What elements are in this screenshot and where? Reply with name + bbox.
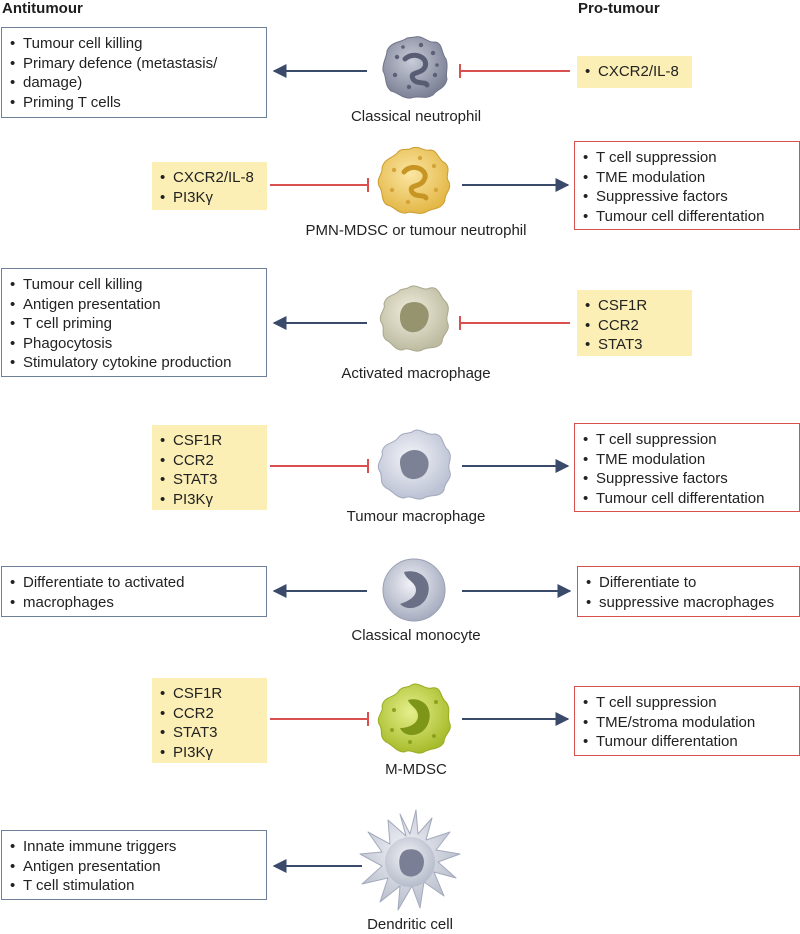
cell-label-classical-neutrophil: Classical neutrophil <box>350 108 482 125</box>
list-item: Priming T cells <box>10 93 258 113</box>
cell-label-m-mdsc: M-MDSC <box>385 761 447 778</box>
list-item: CXCR2/IL-8 <box>160 168 259 188</box>
list-item: T cell suppression <box>583 430 791 450</box>
inhibitor-box-m-mdsc: CSF1R CCR2 STAT3 PI3Kγ <box>152 678 267 763</box>
list-item: Tumour cell differentation <box>583 207 791 227</box>
dendritic-cell-icon <box>359 809 461 911</box>
cell-label-dendritic-cell: Dendritic cell <box>367 916 453 933</box>
pro-tumour-header: Pro-tumour <box>578 0 660 17</box>
list-item: Phagocytosis <box>10 334 258 354</box>
list-item: STAT3 <box>585 335 684 355</box>
cell-label-classical-monocyte: Classical monocyte <box>351 627 481 644</box>
list-item: T cell stimulation <box>10 876 258 896</box>
classical-monocyte-icon <box>382 558 446 622</box>
m-mdsc-icon <box>377 683 451 754</box>
list-item: Differentiate to activated <box>10 573 258 593</box>
list-item: TME modulation <box>583 168 791 188</box>
anti-box-classical-monocyte: Differentiate to activated macrophages <box>1 566 267 617</box>
list-item: CSF1R <box>585 296 684 316</box>
inhibitor-box-tumour-macrophage: CSF1R CCR2 STAT3 PI3Kγ <box>152 425 267 510</box>
list-item: CSF1R <box>160 684 259 704</box>
list-item: Antigen presentation <box>10 295 258 315</box>
list-item: TME/stroma modulation <box>583 713 791 733</box>
list-item: T cell priming <box>10 314 258 334</box>
cell-label-pmn-mdsc: PMN-MDSC or tumour neutrophil <box>305 222 527 239</box>
list-item: Antigen presentation <box>10 857 258 877</box>
inhibitor-box-classical-neutrophil: CXCR2/IL-8 <box>577 56 692 88</box>
list-item: STAT3 <box>160 723 259 743</box>
list-item: CXCR2/IL-8 <box>585 62 684 82</box>
cell-label-tumour-macrophage: Tumour macrophage <box>346 508 486 525</box>
list-item: macrophages <box>10 593 258 613</box>
list-item: suppressive macrophages <box>586 593 791 613</box>
list-item: Suppressive factors <box>583 469 791 489</box>
anti-box-activated-macrophage: Tumour cell killing Antigen presentation… <box>1 268 267 377</box>
list-item: CCR2 <box>160 451 259 471</box>
list-item: Tumour cell killing <box>10 275 258 295</box>
list-item: Tumour cell killing <box>10 34 258 54</box>
list-item: Tumour cell differentation <box>583 489 791 509</box>
list-item: Differentiate to <box>586 573 791 593</box>
list-item: CCR2 <box>585 316 684 336</box>
list-item: TME modulation <box>583 450 791 470</box>
list-item: Suppressive factors <box>583 187 791 207</box>
list-item: CCR2 <box>160 704 259 724</box>
inhibitor-box-pmn-mdsc: CXCR2/IL-8 PI3Kγ <box>152 162 267 210</box>
pro-box-classical-monocyte: Differentiate to suppressive macrophages <box>577 566 800 617</box>
list-item: STAT3 <box>160 470 259 490</box>
list-item: T cell suppression <box>583 693 791 713</box>
pro-box-tumour-macrophage: T cell suppression TME modulation Suppre… <box>574 423 800 512</box>
pro-box-m-mdsc: T cell suppression TME/stroma modulation… <box>574 686 800 756</box>
pro-box-pmn-mdsc: T cell suppression TME modulation Suppre… <box>574 141 800 230</box>
anti-box-dendritic-cell: Innate immune triggers Antigen presentat… <box>1 830 267 900</box>
list-item: CSF1R <box>160 431 259 451</box>
list-item: PI3Kγ <box>160 743 259 763</box>
list-item: damage) <box>10 73 258 93</box>
list-item: Tumour differentation <box>583 732 791 752</box>
antitumour-header: Antitumour <box>2 0 83 17</box>
inhibitor-box-activated-macrophage: CSF1R CCR2 STAT3 <box>577 290 692 356</box>
list-item: Innate immune triggers <box>10 837 258 857</box>
anti-box-classical-neutrophil: Tumour cell killing Primary defence (met… <box>1 27 267 118</box>
classical-neutrophil-icon <box>382 36 448 99</box>
activated-macrophage-icon <box>379 285 449 352</box>
list-item: PI3Kγ <box>160 188 259 208</box>
list-item: T cell suppression <box>583 148 791 168</box>
pmn-mdsc-icon <box>377 146 451 214</box>
tumour-macrophage-icon <box>377 429 451 500</box>
cell-label-activated-macrophage: Activated macrophage <box>341 365 491 382</box>
list-item: Primary defence (metastasis/ <box>10 54 258 74</box>
list-item: PI3Kγ <box>160 490 259 510</box>
list-item: Stimulatory cytokine production <box>10 353 258 373</box>
